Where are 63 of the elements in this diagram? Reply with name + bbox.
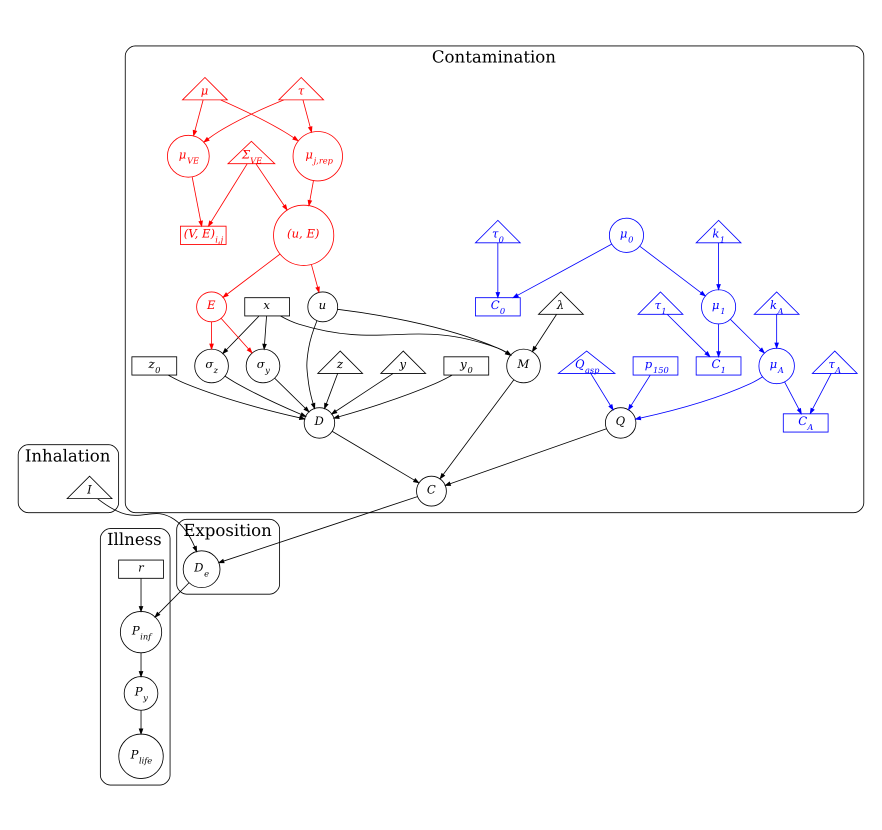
arrow bbox=[634, 376, 763, 420]
arrow bbox=[138, 709, 144, 735]
arrow bbox=[168, 374, 306, 420]
arrow bbox=[138, 578, 144, 612]
arrow bbox=[224, 375, 307, 416]
arrow bbox=[192, 99, 204, 136]
arrow bbox=[208, 163, 248, 227]
node-circle: P$_{life}$ bbox=[118, 733, 164, 778]
node-box: (V, E)$_{i,j}$ bbox=[180, 225, 226, 244]
arrow bbox=[784, 380, 802, 414]
node-box: C$_{0}$ bbox=[475, 296, 521, 316]
node-box: C$_{A}$ bbox=[782, 412, 829, 432]
node-circle: D$_{e}$ bbox=[182, 550, 220, 588]
node-circle: μ$_{1}$ bbox=[701, 288, 736, 324]
arrow bbox=[666, 314, 711, 357]
arrow bbox=[306, 320, 318, 410]
arrow bbox=[222, 315, 260, 354]
arrow bbox=[262, 315, 267, 350]
node-circle: C bbox=[416, 475, 447, 506]
arrow bbox=[256, 163, 288, 210]
node-circle: μ$_{0}$ bbox=[608, 217, 644, 252]
node-box: p$_{150}$ bbox=[632, 356, 678, 375]
arrow bbox=[308, 180, 314, 206]
arrow bbox=[220, 99, 300, 141]
arrow bbox=[444, 428, 607, 486]
arrow bbox=[730, 318, 766, 354]
arrow bbox=[302, 99, 312, 133]
arrow bbox=[628, 374, 651, 410]
node-circle: Q bbox=[604, 406, 636, 438]
arrow bbox=[512, 243, 612, 298]
arrow bbox=[311, 264, 320, 293]
node-circle: P$_{y}$ bbox=[124, 676, 158, 710]
arrow bbox=[222, 253, 280, 298]
node-box: z$_{0}$ bbox=[131, 356, 178, 375]
arrow bbox=[203, 99, 284, 142]
node-circle: u bbox=[307, 290, 338, 322]
node-circle: σ$_{y}$ bbox=[246, 348, 280, 383]
arrow bbox=[324, 372, 338, 410]
node-box: C$_{1}$ bbox=[696, 356, 742, 375]
arrow bbox=[774, 314, 779, 349]
node-box: y$_{0}$ bbox=[443, 356, 490, 375]
arrow bbox=[138, 652, 144, 678]
arrow bbox=[716, 242, 721, 290]
arrow bbox=[532, 314, 557, 352]
arrow bbox=[209, 320, 214, 350]
node-box: r bbox=[118, 559, 164, 578]
arrow bbox=[496, 242, 500, 298]
arrow bbox=[330, 372, 394, 414]
arrow bbox=[810, 372, 832, 414]
arrow bbox=[439, 378, 514, 480]
arrow bbox=[220, 318, 253, 354]
arrow bbox=[640, 246, 706, 296]
arrow bbox=[332, 374, 453, 418]
arrow bbox=[590, 372, 614, 410]
arrow bbox=[97, 498, 198, 552]
arrow bbox=[716, 323, 721, 358]
arrow bbox=[192, 176, 203, 227]
arrow bbox=[332, 430, 420, 483]
node-circle: E bbox=[196, 290, 227, 322]
node-box: x bbox=[244, 296, 290, 316]
arrow bbox=[154, 582, 190, 618]
arrow bbox=[218, 496, 418, 563]
arrow bbox=[274, 377, 310, 412]
